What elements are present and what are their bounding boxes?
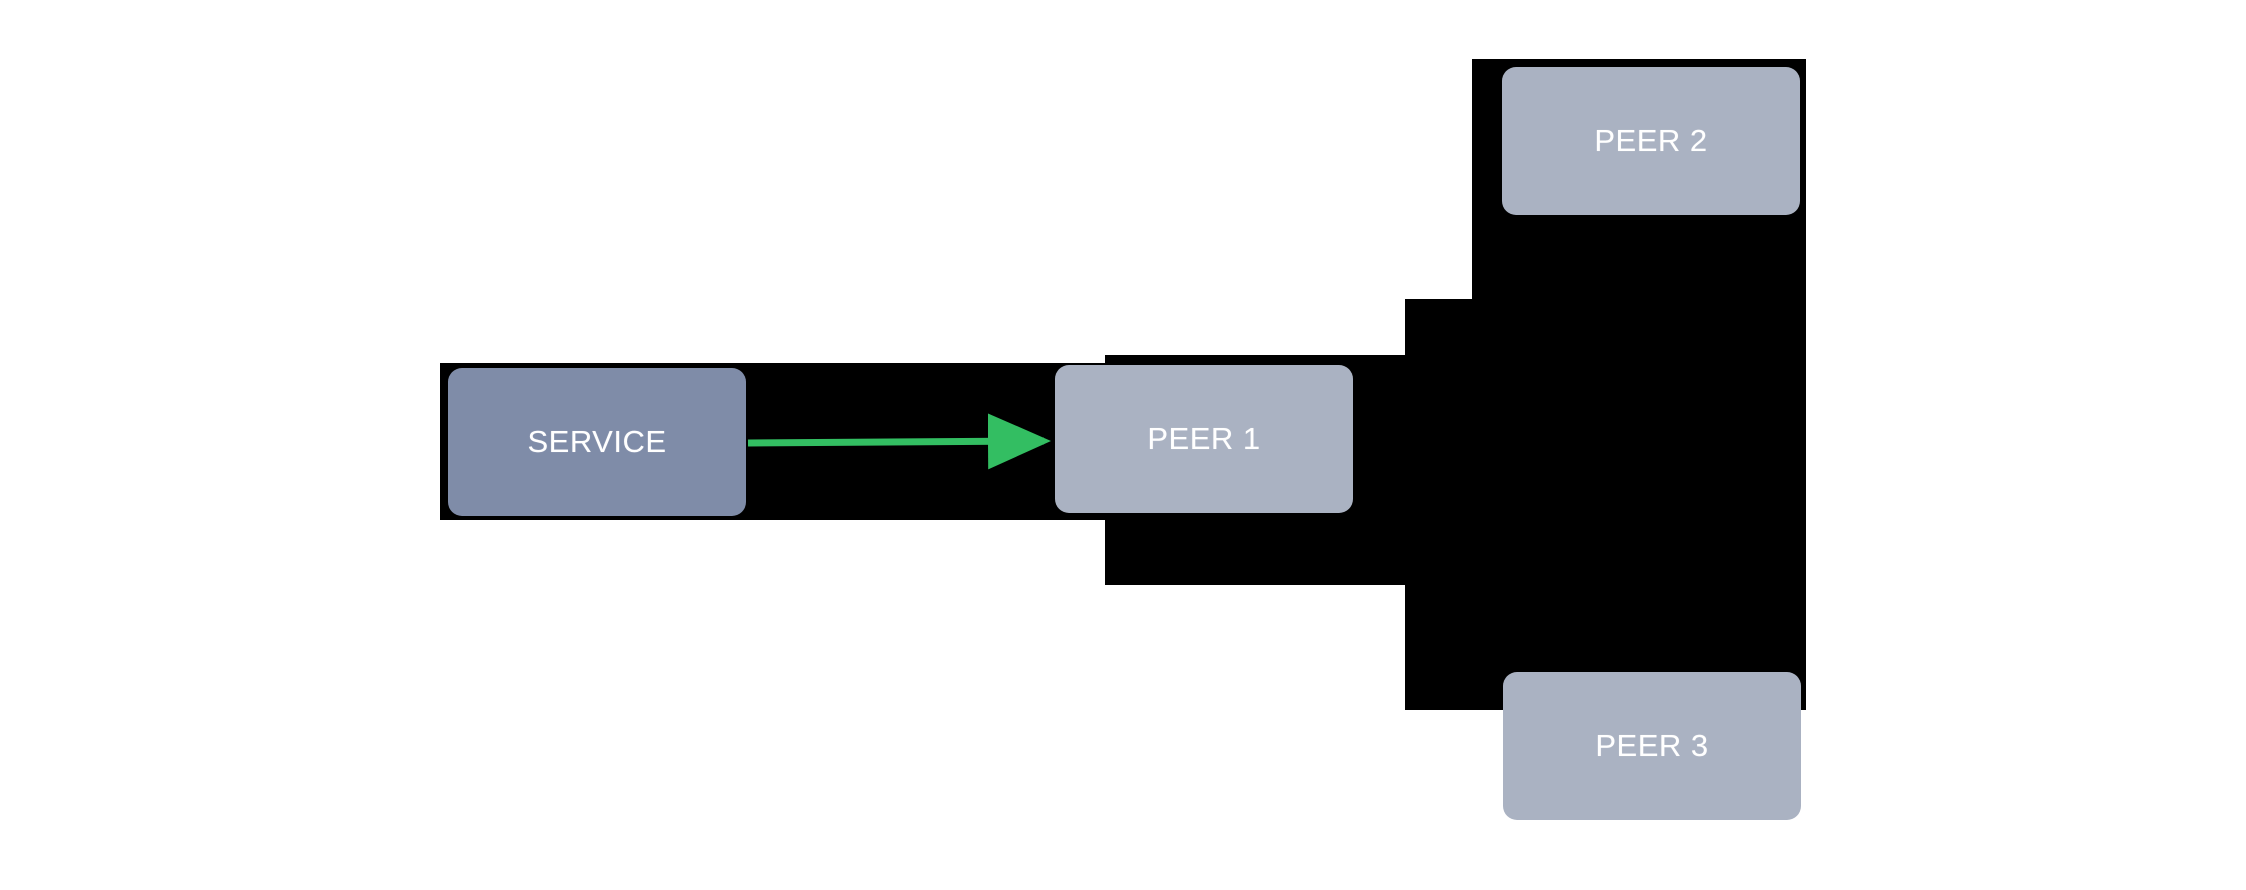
node-peer-2-label: PEER 2 xyxy=(1594,123,1708,158)
node-service[interactable]: SERVICE xyxy=(448,368,746,516)
node-peer-3[interactable]: PEER 3 xyxy=(1503,672,1801,820)
node-peer-1[interactable]: PEER 1 xyxy=(1055,365,1353,513)
edge-service-to-peer1 xyxy=(747,413,1051,470)
edge-layer xyxy=(747,413,1051,470)
block-middle-step xyxy=(1405,299,1473,710)
node-peer-2[interactable]: PEER 2 xyxy=(1502,67,1800,215)
node-service-label: SERVICE xyxy=(527,424,667,459)
node-peer-1-label: PEER 1 xyxy=(1147,421,1261,456)
node-peer-3-label: PEER 3 xyxy=(1595,728,1709,763)
